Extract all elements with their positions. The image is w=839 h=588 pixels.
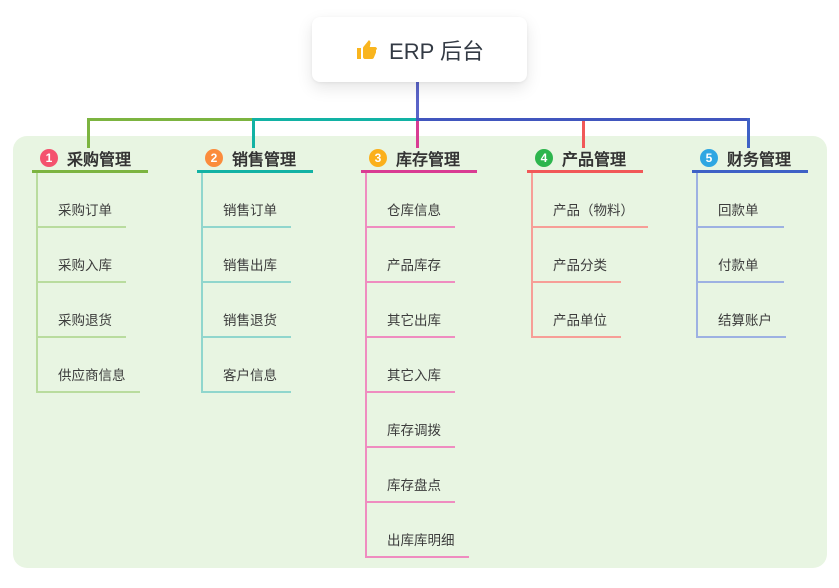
child-node-label: 销售订单 [223, 203, 277, 218]
child-node-label: 销售出库 [223, 258, 277, 273]
branches-panel [13, 136, 827, 568]
branch-node-sales[interactable]: 2 销售管理 [197, 146, 313, 173]
child-node-label: 仓库信息 [387, 203, 441, 218]
drop-line-sales [252, 118, 255, 148]
branch-node-finance[interactable]: 5 财务管理 [692, 146, 808, 173]
branch-product: 4 产品管理 产品（物料） 产品分类 产品单位 [527, 146, 648, 338]
child-node-label: 客户信息 [223, 368, 277, 383]
thumbs-up-icon [355, 38, 379, 62]
child-node[interactable]: 采购入库 [38, 228, 126, 283]
branch-number-badge: 1 [40, 149, 58, 167]
child-node[interactable]: 仓库信息 [367, 173, 455, 228]
child-node[interactable]: 客户信息 [203, 338, 291, 393]
child-node[interactable]: 采购退货 [38, 283, 126, 338]
child-node-label: 结算账户 [718, 313, 772, 328]
child-node[interactable]: 产品分类 [533, 228, 621, 283]
root-connector-line [416, 82, 419, 119]
child-node[interactable]: 付款单 [698, 228, 784, 283]
child-node[interactable]: 库存盘点 [367, 448, 455, 503]
child-node[interactable]: 销售订单 [203, 173, 291, 228]
child-node[interactable]: 回款单 [698, 173, 784, 228]
branch-label: 财务管理 [727, 152, 792, 169]
branch-purchase: 1 采购管理 采购订单 采购入库 采购退货 供应商信息 [32, 146, 148, 393]
child-node-label: 采购订单 [58, 203, 112, 218]
branch-children: 销售订单 销售出库 销售退货 客户信息 [201, 173, 291, 393]
branch-number-badge: 2 [205, 149, 223, 167]
child-node[interactable]: 产品单位 [533, 283, 621, 338]
branch-label: 库存管理 [396, 152, 461, 169]
branch-number-badge: 4 [535, 149, 553, 167]
child-node[interactable]: 结算账户 [698, 283, 786, 338]
child-node-label: 产品库存 [387, 258, 441, 273]
child-node-label: 供应商信息 [58, 368, 126, 383]
child-node[interactable]: 产品（物料） [533, 173, 648, 228]
child-node[interactable]: 采购订单 [38, 173, 126, 228]
child-node[interactable]: 销售退货 [203, 283, 291, 338]
child-node-label: 库存盘点 [387, 478, 441, 493]
child-node-label: 产品（物料） [553, 203, 634, 218]
child-node-label: 回款单 [718, 203, 759, 218]
child-node[interactable]: 供应商信息 [38, 338, 140, 393]
branch-node-inventory[interactable]: 3 库存管理 [361, 146, 477, 173]
child-node-label: 付款单 [718, 258, 759, 273]
branch-children: 回款单 付款单 结算账户 [696, 173, 786, 338]
branch-number-badge: 3 [369, 149, 387, 167]
child-node-label: 其它出库 [387, 313, 441, 328]
bus-segment-purchase [87, 118, 255, 121]
branch-sales: 2 销售管理 销售订单 销售出库 销售退货 客户信息 [197, 146, 313, 393]
branch-label: 采购管理 [67, 152, 132, 169]
child-node-label: 采购入库 [58, 258, 112, 273]
child-node-label: 其它入库 [387, 368, 441, 383]
branch-number-badge: 5 [700, 149, 718, 167]
child-node-label: 销售退货 [223, 313, 277, 328]
root-node-label: ERP 后台 [389, 38, 484, 64]
child-node[interactable]: 库存调拨 [367, 393, 455, 448]
child-node[interactable]: 出库库明细 [367, 503, 469, 558]
child-node[interactable]: 销售出库 [203, 228, 291, 283]
child-node-label: 采购退货 [58, 313, 112, 328]
child-node-label: 库存调拨 [387, 423, 441, 438]
branch-label: 产品管理 [562, 152, 627, 169]
child-node[interactable]: 产品库存 [367, 228, 455, 283]
drop-line-product [582, 121, 585, 148]
branch-finance: 5 财务管理 回款单 付款单 结算账户 [692, 146, 808, 338]
branch-node-purchase[interactable]: 1 采购管理 [32, 146, 148, 173]
child-node[interactable]: 其它入库 [367, 338, 455, 393]
child-node-label: 产品分类 [553, 258, 607, 273]
branch-inventory: 3 库存管理 仓库信息 产品库存 其它出库 其它入库 库存调拨 库存盘点 出库库… [361, 146, 477, 558]
branch-label: 销售管理 [232, 152, 297, 169]
drop-line-purchase [87, 118, 90, 148]
child-node-label: 出库库明细 [387, 533, 455, 548]
bus-segment-sales [252, 118, 419, 121]
child-node-label: 产品单位 [553, 313, 607, 328]
root-node[interactable]: ERP 后台 [312, 17, 527, 82]
drop-line-finance [747, 118, 750, 148]
branch-children: 产品（物料） 产品分类 产品单位 [531, 173, 648, 338]
child-node[interactable]: 其它出库 [367, 283, 455, 338]
branch-children: 仓库信息 产品库存 其它出库 其它入库 库存调拨 库存盘点 出库库明细 [365, 173, 469, 558]
bus-segment-finance [416, 118, 750, 121]
branch-children: 采购订单 采购入库 采购退货 供应商信息 [36, 173, 140, 393]
branch-node-product[interactable]: 4 产品管理 [527, 146, 643, 173]
drop-line-inventory [416, 121, 419, 148]
